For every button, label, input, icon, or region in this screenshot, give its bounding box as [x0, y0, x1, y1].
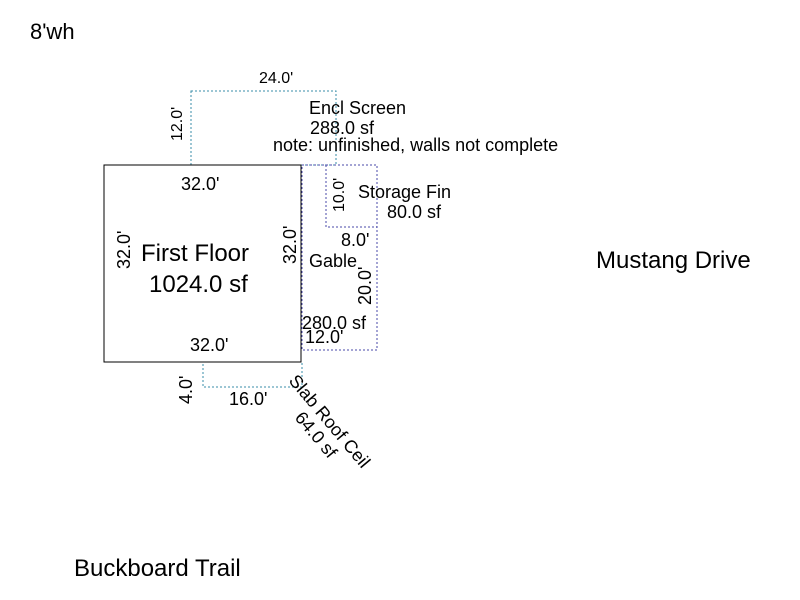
- first-floor-outline: [103, 164, 302, 363]
- first-floor-area: 1024.0 sf: [149, 271, 248, 298]
- gable-area: 280.0 sf: [302, 313, 367, 333]
- first-floor-left-dim: 32.0': [114, 231, 134, 269]
- street-east-label: Mustang Drive: [596, 247, 751, 274]
- encl-screen-name: Encl Screen: [309, 98, 406, 118]
- first-floor-name: First Floor: [141, 240, 249, 267]
- wall-height-label: 8'wh: [30, 19, 75, 44]
- storage-fin-width: 8.0': [341, 230, 369, 250]
- gable-name: Gable: [309, 251, 357, 271]
- encl-screen-area: 288.0 sf: [310, 118, 375, 138]
- encl-screen-outline: [190, 90, 337, 166]
- gable-depth: 20.0': [355, 267, 375, 305]
- first-floor-bottom-dim: 32.0': [190, 335, 228, 355]
- encl-screen-depth: 12.0': [169, 107, 186, 141]
- storage-fin-outline: [325, 164, 378, 228]
- slab-width: 16.0': [229, 389, 267, 409]
- storage-fin-depth: 10.0': [331, 178, 348, 212]
- storage-fin-area: 80.0 sf: [387, 202, 442, 222]
- gable-width: 12.0': [305, 327, 343, 347]
- slab-depth: 4.0': [176, 376, 196, 404]
- encl-screen-width: 24.0': [259, 70, 293, 87]
- storage-fin-name: Storage Fin: [358, 182, 451, 202]
- first-floor-right-dim: 32.0': [280, 226, 300, 264]
- encl-screen-note: note: unfinished, walls not complete: [273, 135, 558, 155]
- first-floor-top-dim: 32.0': [181, 174, 219, 194]
- street-south-label: Buckboard Trail: [74, 555, 241, 582]
